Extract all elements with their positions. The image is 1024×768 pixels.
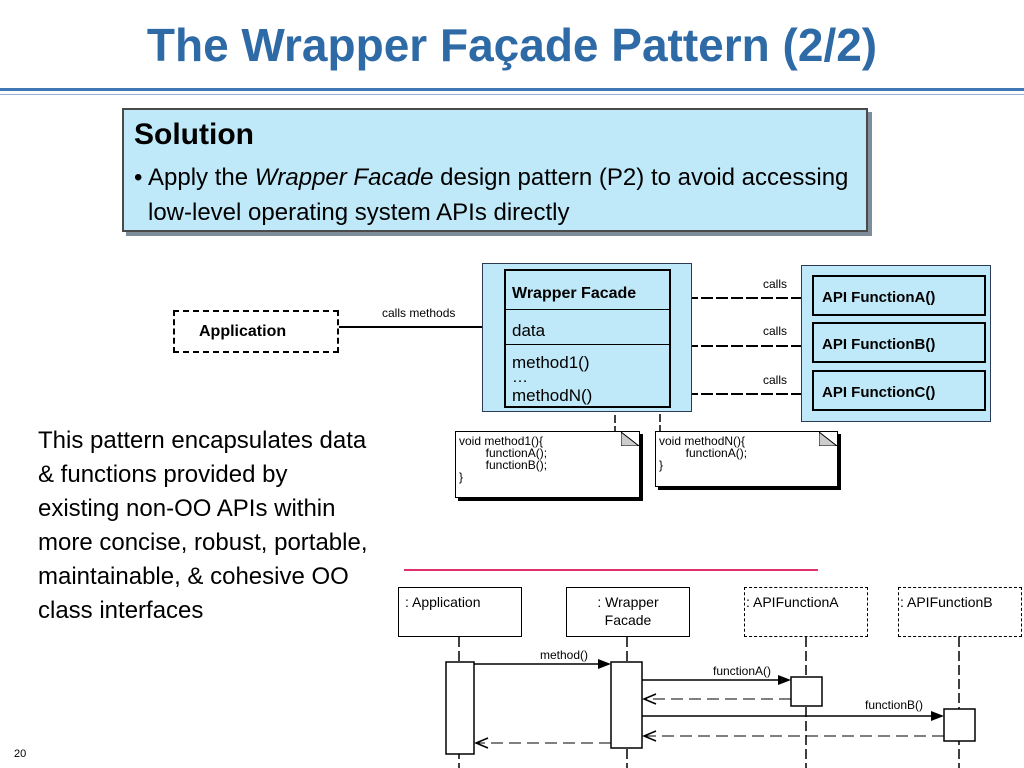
wrapper-facade-name: Wrapper Facade bbox=[512, 285, 637, 302]
message-functiona-label: functionA() bbox=[713, 664, 772, 678]
seq-head-application: : Application bbox=[398, 587, 522, 637]
return-functionb-arrow bbox=[642, 730, 657, 742]
application-class: Application bbox=[173, 310, 339, 353]
methodn-label: methodN() bbox=[512, 386, 593, 405]
wrapper-facade-attribute: data bbox=[512, 321, 546, 340]
seq-head-api-b-label: : APIFunctionB bbox=[900, 594, 993, 610]
seq-head-application-label: : Application bbox=[405, 594, 481, 610]
api-function-a: API FunctionA() bbox=[812, 275, 986, 316]
seq-head-api-b: : APIFunctionB bbox=[898, 587, 1022, 637]
api-function-b-label: API FunctionB() bbox=[822, 336, 936, 353]
activation-wrapper-facade bbox=[610, 661, 643, 749]
method1-note-code: void method1(){ functionA(); functionB()… bbox=[459, 434, 548, 484]
calls-label-a: calls bbox=[763, 277, 788, 291]
seq-head-api-a: : APIFunctionA bbox=[744, 587, 868, 637]
solution-text-before: Apply the bbox=[148, 164, 255, 191]
note-fold-icon bbox=[621, 432, 639, 446]
methodn-note-code: void methodN(){ functionA(); } bbox=[659, 434, 748, 472]
return-functiona-arrow bbox=[642, 693, 657, 705]
message-method-label: method() bbox=[540, 648, 589, 662]
solution-pattern-name: Wrapper Facade bbox=[254, 164, 434, 191]
activation-api-a bbox=[790, 676, 823, 707]
solution-heading: Solution bbox=[134, 118, 254, 151]
api-function-b: API FunctionB() bbox=[812, 322, 986, 363]
title-rule-thin bbox=[0, 94, 1024, 95]
api-function-a-label: API FunctionA() bbox=[822, 289, 936, 306]
seq-head-wrapper-facade-label: : Wrapper Facade bbox=[597, 594, 659, 628]
calls-methods-label: calls methods bbox=[382, 306, 456, 320]
solution-box: Solution • Apply the Wrapper Facade desi… bbox=[122, 108, 868, 232]
class-divider bbox=[506, 309, 669, 310]
page-number: 20 bbox=[14, 748, 27, 760]
solution-text-after: design pattern (P2) to avoid accessing l… bbox=[148, 164, 849, 226]
methodn-note: void methodN(){ functionA(); } bbox=[655, 431, 838, 487]
message-functiona-arrow bbox=[778, 675, 791, 685]
method1-note: void method1(){ functionA(); functionB()… bbox=[455, 431, 640, 498]
message-functionb-label: functionB() bbox=[865, 698, 924, 712]
calls-label-b: calls bbox=[763, 324, 788, 338]
return-method-arrow bbox=[474, 737, 489, 749]
seq-head-wrapper-facade: : Wrapper Facade bbox=[566, 587, 690, 637]
application-label: Application bbox=[199, 323, 287, 340]
message-method-arrow bbox=[598, 659, 611, 669]
ellipsis-label: … bbox=[512, 369, 528, 386]
title-rule bbox=[0, 88, 1024, 91]
api-function-c: API FunctionC() bbox=[812, 370, 986, 411]
wrapper-facade-class: Wrapper Facade data method1() … methodN(… bbox=[504, 269, 671, 408]
api-function-c-label: API FunctionC() bbox=[822, 384, 936, 401]
solution-text: Apply the Wrapper Facade design pattern … bbox=[148, 160, 858, 230]
slide-title: The Wrapper Façade Pattern (2/2) bbox=[146, 19, 878, 71]
class-divider bbox=[506, 344, 669, 345]
pattern-description: This pattern encapsulates data & functio… bbox=[38, 427, 368, 624]
bullet: • bbox=[134, 164, 143, 191]
activation-application bbox=[445, 661, 475, 755]
calls-label-c: calls bbox=[763, 373, 788, 387]
message-functionb-arrow bbox=[931, 711, 944, 721]
method1-label: method1() bbox=[512, 353, 590, 372]
activation-api-b bbox=[943, 708, 976, 742]
seq-head-api-a-label: : APIFunctionA bbox=[746, 594, 839, 610]
note-fold-icon bbox=[819, 432, 837, 446]
